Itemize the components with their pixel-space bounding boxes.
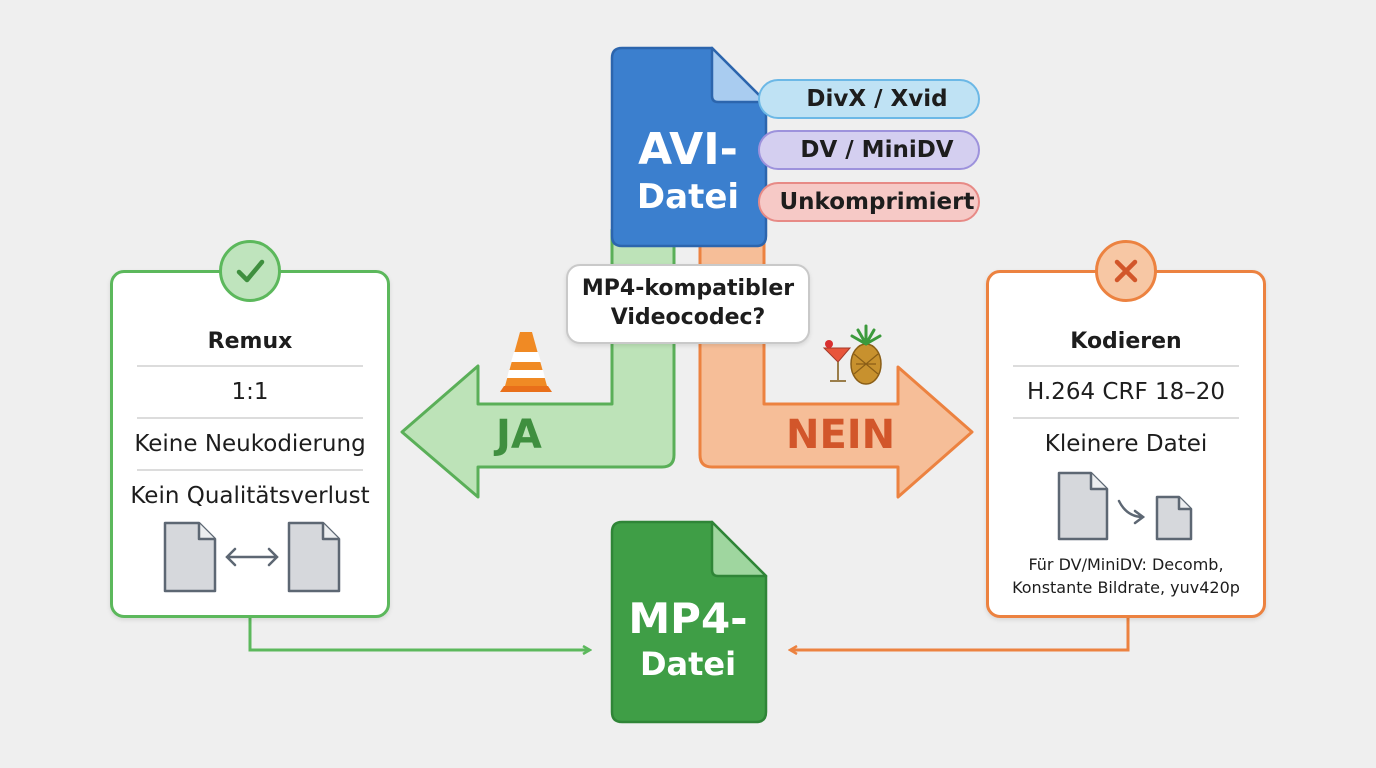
mp4-file-label-line2: Datei	[639, 645, 737, 683]
question-line2: Videocodec?	[610, 305, 766, 330]
decision-question-box: MP4-kompatibler Videocodec?	[566, 264, 810, 344]
codec-pill-label: DivX / Xvid	[806, 86, 948, 112]
check-badge	[219, 240, 281, 302]
yes-flow-arrow	[400, 228, 676, 499]
mp4-file-label: MP4- Datei	[612, 594, 764, 683]
no-flow-arrow	[698, 228, 974, 499]
encode-to-mp4-connector	[790, 616, 1130, 650]
check-icon	[236, 259, 265, 283]
encode-item-h264: H.264 CRF 18–20	[1026, 379, 1226, 405]
cross-badge	[1095, 240, 1157, 302]
document-icon	[1155, 495, 1193, 541]
avi-file-icon	[610, 46, 768, 248]
remux-file-swap-graphic	[163, 521, 341, 593]
mp4-file-icon	[610, 520, 768, 724]
shrink-arrow-icon	[1117, 499, 1146, 525]
swap-arrows-icon	[225, 547, 279, 567]
encode-note: Für DV/MiniDV: Decomb, Konstante Bildrat…	[989, 553, 1263, 599]
encode-item-smaller-file: Kleinere Datei	[1044, 431, 1208, 457]
handbrake-icon	[822, 324, 882, 385]
encode-card-title: Kodieren	[1070, 329, 1182, 354]
mp4-file-label-line1: MP4-	[628, 594, 748, 643]
divider	[1013, 365, 1239, 367]
codec-pill-label: DV / MiniDV	[800, 137, 954, 163]
avi-file-label-line1: AVI-	[638, 124, 738, 175]
avi-file-label-line2: Datei	[636, 177, 740, 217]
avi-file-label: AVI- Datei	[612, 124, 764, 217]
remux-item-ratio: 1:1	[231, 379, 269, 405]
document-icon	[1057, 471, 1109, 541]
divider	[1013, 417, 1239, 419]
remux-item-no-reencode: Keine Neukodierung	[134, 431, 366, 457]
cross-icon	[1114, 259, 1138, 283]
remux-card-title: Remux	[207, 329, 293, 354]
codec-pill-uncompressed: Unkomprimiert	[758, 182, 980, 222]
encode-note-line2: Konstante Bildrate, yuv420p	[1012, 578, 1240, 598]
codec-pill-divx-xvid: DivX / Xvid	[758, 79, 980, 119]
divider	[137, 469, 363, 471]
encode-card: Kodieren H.264 CRF 18–20 Kleinere Datei …	[986, 270, 1266, 618]
divider	[137, 365, 363, 367]
no-arrow-label: NEIN	[786, 412, 896, 458]
remux-item-no-quality-loss: Kein Qualitätsverlust	[130, 483, 370, 509]
codec-pill-label: Unkomprimiert	[779, 189, 975, 215]
document-icon	[163, 521, 217, 593]
yes-arrow-label: JA	[496, 412, 542, 458]
encode-shrink-graphic	[1057, 471, 1193, 541]
remux-card: Remux 1:1 Keine Neukodierung Kein Qualit…	[110, 270, 390, 618]
remux-to-mp4-connector	[248, 616, 590, 650]
encode-note-line1: Für DV/MiniDV: Decomb,	[1028, 555, 1224, 574]
document-icon	[287, 521, 341, 593]
question-line1: MP4-kompatibler	[581, 276, 795, 302]
codec-pill-dv-minidv: DV / MiniDV	[758, 130, 980, 170]
vlc-cone-icon	[500, 332, 552, 392]
divider	[137, 417, 363, 419]
